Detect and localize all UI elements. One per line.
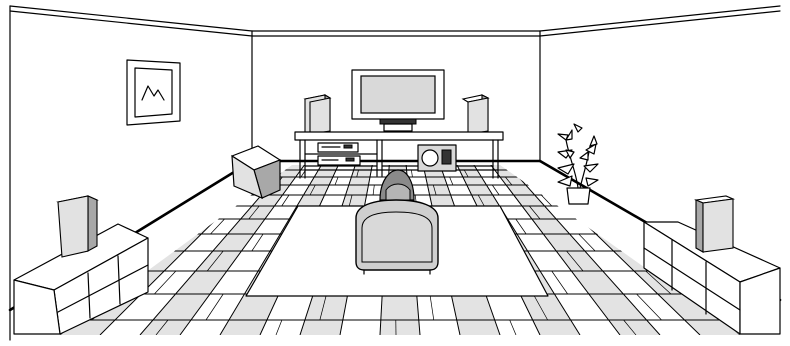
armchair (356, 200, 438, 274)
subwoofer (232, 146, 280, 198)
rear-left-speaker (58, 196, 97, 257)
rear-right-speaker (696, 196, 733, 252)
listener-in-armchair (380, 170, 414, 200)
wall-picture (127, 60, 180, 125)
av-receiver (318, 143, 358, 152)
television (352, 70, 444, 131)
front-right-speaker (463, 95, 488, 134)
dvd-player (318, 156, 360, 165)
subwoofer-center (418, 145, 456, 171)
front-left-speaker (305, 95, 330, 134)
